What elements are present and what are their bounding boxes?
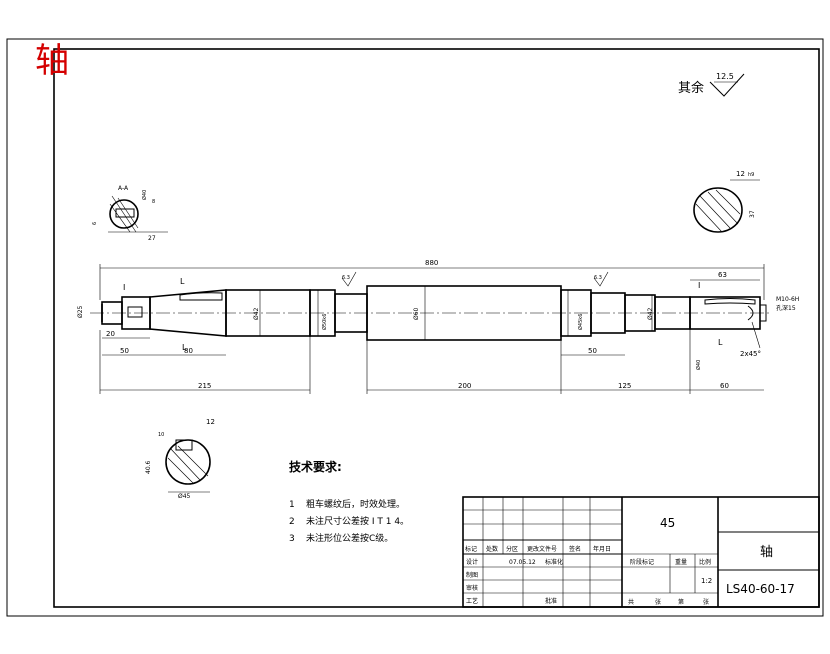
label-l3: L <box>718 338 723 347</box>
tech-req-text-1: 粗车螺纹后，时效处理。 <box>306 498 405 510</box>
tech-req-text-2: 未注尺寸公差按 I T 1 4。 <box>306 515 409 527</box>
ra-right: 6.3 <box>594 275 602 281</box>
tb-row-2: 审核 <box>466 584 478 592</box>
tb-hdr-3: 更改文件号 <box>527 545 557 553</box>
roughness-remaining: 其余 12.5 <box>678 72 745 97</box>
roughness-symbol <box>709 73 745 97</box>
tb-date: 07.05.12 <box>509 559 536 566</box>
outer-frame <box>6 38 824 617</box>
section-bottom-dia: Ø45 <box>178 493 191 500</box>
tb-hdr-0: 标记 <box>465 545 477 553</box>
dim-d-mid1: Ø42 <box>253 307 260 320</box>
dim-total-length: 880 <box>425 259 438 267</box>
tech-requirements: 技术要求: 1 粗车螺纹后，时效处理。 2 未注尺寸公差按 I T 1 4。 3… <box>289 459 409 544</box>
dim-d-bear2: Ø45k6 <box>577 314 584 330</box>
tech-req-text-3: 未注形位公差按C级。 <box>306 532 393 544</box>
dim-d-bear1: Ø50k6 <box>321 314 328 330</box>
tb-hdr-2: 分区 <box>506 545 518 553</box>
tb-weight-label: 重量 <box>675 558 687 566</box>
section-aa-depth: 27 <box>148 235 156 242</box>
tb-row-3: 工艺 <box>466 597 478 605</box>
tb-hdr-5: 年月日 <box>593 545 611 553</box>
dim-60: 60 <box>720 382 729 390</box>
dim-200: 200 <box>458 382 471 390</box>
tb-sheet-2: 第 <box>678 598 684 606</box>
section-right-tol: h9 <box>748 172 754 178</box>
section-bottom: 12 10 40.6 Ø45 <box>145 418 215 500</box>
dim-63: 63 <box>718 271 727 279</box>
section-aa: A-A Ø40 6 8 27 <box>92 185 168 242</box>
ra-left: 6.3 <box>342 275 350 281</box>
tech-req-num-2: 2 <box>289 517 295 527</box>
dim-20: 20 <box>106 330 115 338</box>
tb-material: 45 <box>660 516 675 530</box>
tb-sheet-0: 共 <box>628 598 634 606</box>
section-right-key: 12 <box>736 170 745 178</box>
title-block: 标记 处数 分区 更改文件号 签名 年月日 设计 制图 审核 工艺 07.05.… <box>462 496 820 608</box>
label-l1: L <box>180 277 185 286</box>
dim-215: 215 <box>198 382 211 390</box>
tb-stage-label: 阶段标记 <box>630 558 654 566</box>
part-glyph: 轴 <box>35 41 69 81</box>
tb-row-0: 设计 <box>466 558 478 566</box>
section-aa-width: 8 <box>152 199 155 205</box>
dim-80: 80 <box>184 347 193 355</box>
inner-frame <box>53 48 820 608</box>
section-right: 12 h9 37 <box>693 170 760 233</box>
tb-std: 标准化 <box>545 558 563 566</box>
tech-req-num-1: 1 <box>289 500 295 510</box>
tb-hdr-1: 处数 <box>486 545 498 553</box>
section-aa-label: A-A <box>118 185 129 192</box>
tb-hdr-4: 签名 <box>569 545 581 553</box>
section-bottom-flat: 10 <box>158 432 164 438</box>
tb-drawing-no: LS40-60-17 <box>726 582 795 596</box>
tb-part-name: 轴 <box>760 545 773 560</box>
section-bottom-depth: 40.6 <box>145 460 152 474</box>
tb-row-1: 制图 <box>466 571 478 579</box>
dim-d-mid3: Ø42 <box>647 307 654 320</box>
tb-approve: 批准 <box>545 597 557 605</box>
dim-d-mid2: Ø60 <box>413 307 420 320</box>
section-bottom-key: 12 <box>206 418 215 426</box>
section-aa-dia: Ø40 <box>141 190 148 200</box>
tb-sheet-1: 张 <box>655 598 661 606</box>
dim-50: 50 <box>120 347 129 355</box>
dim-d-end: Ø25 <box>77 305 84 318</box>
label-l2: L <box>182 343 187 352</box>
dim-d-right: Ø40 <box>695 360 702 370</box>
thread-spec: M10-6H <box>776 296 799 303</box>
dim-125: 125 <box>618 382 631 390</box>
tb-scale-value: 1:2 <box>701 577 712 585</box>
section-aa-key: 6 <box>92 222 98 225</box>
shaft-main-view: 880 63 I L L L I 6.3 6.3 Ø25 Ø42 Ø50k6 Ø… <box>77 259 799 394</box>
tb-sheet-3: 张 <box>703 598 709 606</box>
dim-50b: 50 <box>588 347 597 355</box>
roughness-remaining-label: 其余 <box>678 80 704 96</box>
roughness-remaining-value: 12.5 <box>716 72 734 81</box>
tb-scale-label: 比例 <box>699 558 711 566</box>
tech-req-num-3: 3 <box>289 534 295 544</box>
label-i2: I <box>698 281 700 290</box>
thread-depth: 孔深15 <box>776 304 796 312</box>
label-i1: I <box>123 283 125 292</box>
section-right-depth: 37 <box>749 210 756 218</box>
chamfer-spec: 2x45° <box>740 350 761 358</box>
tech-req-heading: 技术要求: <box>289 459 342 474</box>
